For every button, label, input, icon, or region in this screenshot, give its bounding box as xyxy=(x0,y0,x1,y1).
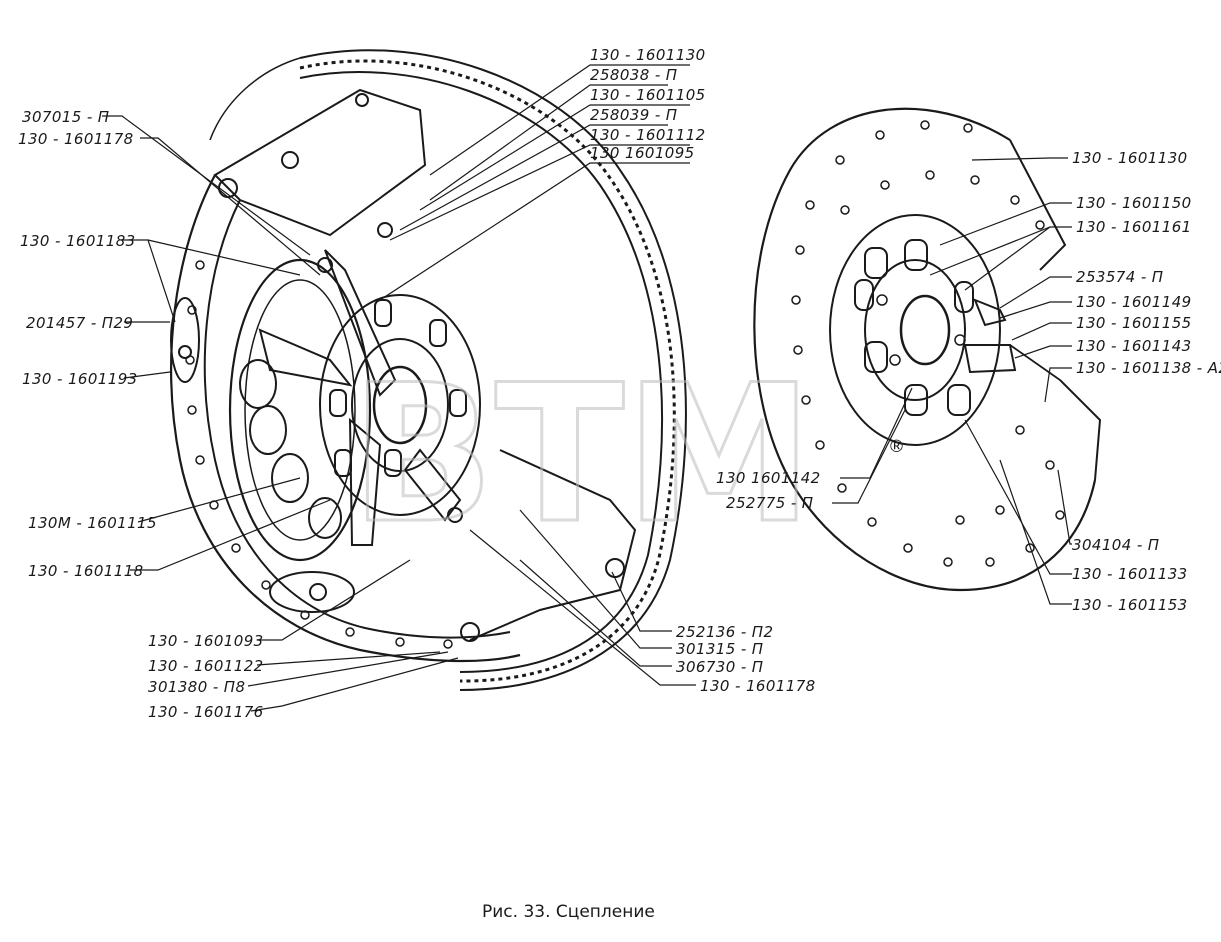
label-130-1601130-top: 130 - 1601130 xyxy=(590,46,706,64)
label-258039-p: 258039 - П xyxy=(590,106,678,124)
label-130-1601105: 130 - 1601105 xyxy=(590,86,706,104)
label-130-1601155: 130 - 1601155 xyxy=(1076,314,1192,332)
label-307015-p: 307015 - П xyxy=(22,108,110,126)
label-130-1601142: 130 1601142 xyxy=(716,469,821,487)
label-130-1601176: 130 - 1601176 xyxy=(148,703,264,721)
label-301315-p: 301315 - П xyxy=(676,640,764,658)
label-253574-p: 253574 - П xyxy=(1076,268,1164,286)
label-301380-p8: 301380 - П8 xyxy=(148,678,245,696)
bracket-plates xyxy=(170,297,355,613)
label-130-1601178-top: 130 - 1601178 xyxy=(18,130,134,148)
label-130-1601161: 130 - 1601161 xyxy=(1076,218,1192,236)
label-130-1601149: 130 - 1601149 xyxy=(1076,293,1192,311)
pressure-plate-housing xyxy=(170,88,637,663)
watermark-registered-mark: ® xyxy=(888,437,905,457)
release-levers xyxy=(258,222,463,546)
driven-disc xyxy=(753,107,1102,592)
label-130-1601112: 130 - 1601112 xyxy=(590,126,706,144)
figure-caption: Рис. 33. Сцепление xyxy=(482,902,655,922)
label-130-1601118: 130 - 1601118 xyxy=(28,562,144,580)
disc-damper-hub xyxy=(829,214,1017,446)
label-306730-p: 306730 - П xyxy=(676,658,764,676)
label-258038-p: 258038 - П xyxy=(590,66,678,84)
label-130m-1601115: 130М - 1601115 xyxy=(28,514,157,532)
label-130-1601122: 130 - 1601122 xyxy=(148,657,264,675)
label-201457-p29: 201457 - П29 xyxy=(26,314,133,332)
label-252136-p2: 252136 - П2 xyxy=(676,623,773,641)
label-130-1601153: 130 - 1601153 xyxy=(1072,596,1188,614)
label-130-1601178-bottom: 130 - 1601178 xyxy=(700,677,816,695)
flywheel-ring-gear xyxy=(209,49,687,691)
label-130-1601183: 130 - 1601183 xyxy=(20,232,136,250)
label-130-1601093: 130 - 1601093 xyxy=(148,632,264,650)
leader-lines xyxy=(102,64,1072,712)
label-130-1601138-a2: 130 - 1601138 - А2 xyxy=(1076,359,1221,377)
label-130-1601133: 130 - 1601133 xyxy=(1072,565,1188,583)
driven-disc-hub-left xyxy=(319,294,481,516)
pressure-springs xyxy=(239,359,342,539)
disc-friction-holes xyxy=(791,120,1065,567)
label-130-1601130-right: 130 - 1601130 xyxy=(1072,149,1188,167)
part-labels: 307015 - П 130 - 1601178 130 - 1601183 2… xyxy=(18,46,1221,721)
label-130-1601095: 130 1601095 xyxy=(590,144,695,162)
label-304104-p: 304104 - П xyxy=(1072,536,1160,554)
inner-friction-ring xyxy=(228,258,372,562)
label-252775-p: 252775 - П xyxy=(726,494,814,512)
label-130-1601150: 130 - 1601150 xyxy=(1076,194,1192,212)
label-130-1601193: 130 - 1601193 xyxy=(22,370,138,388)
label-130-1601143: 130 - 1601143 xyxy=(1076,337,1192,355)
watermark-logo: BTM xyxy=(350,344,814,565)
